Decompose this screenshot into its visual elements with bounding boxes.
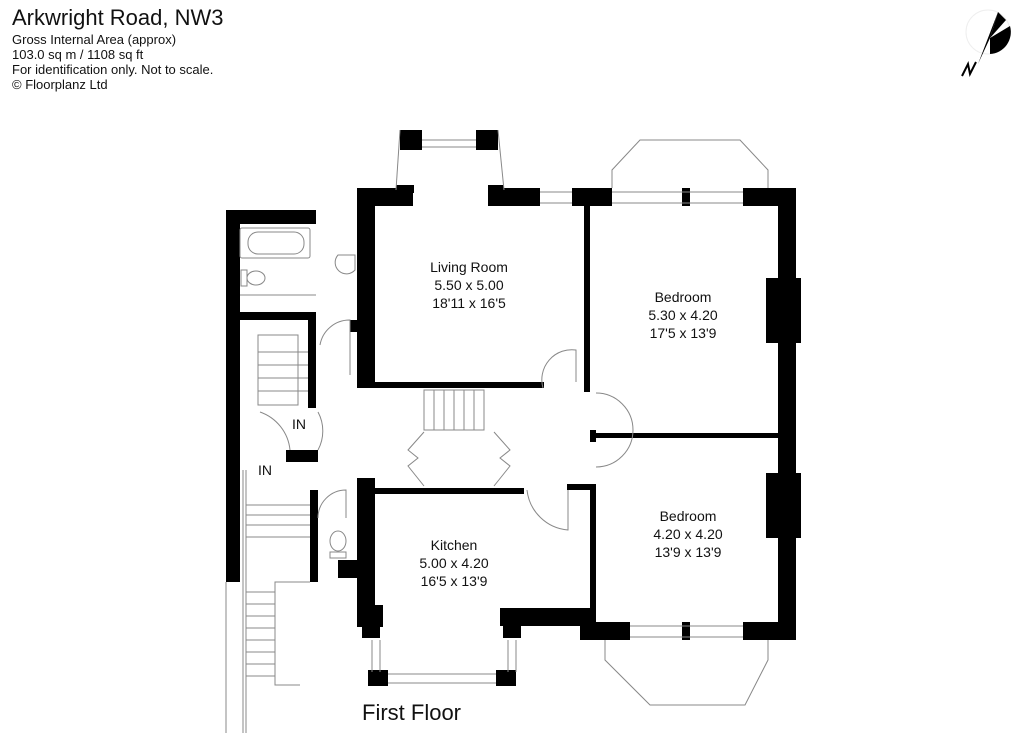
room-metric: 5.30 x 4.20 <box>648 307 718 323</box>
room-name: Living Room <box>430 259 508 275</box>
copyright: © Floorplanz Ltd <box>12 77 108 92</box>
room-name: Bedroom <box>659 508 717 524</box>
room-imperial: 13'9 x 13'9 <box>654 544 722 560</box>
area-label: Gross Internal Area (approx) <box>12 32 177 47</box>
room-metric: 5.50 x 5.00 <box>434 277 504 293</box>
room-living-room: Living Room 5.50 x 5.00 18'11 x 16'5 <box>430 258 508 312</box>
room-metric: 4.20 x 4.20 <box>653 526 723 542</box>
outer-walls <box>226 130 801 686</box>
property-title: Arkwright Road, NW3 <box>12 5 224 30</box>
room-name: Kitchen <box>430 537 478 553</box>
room-kitchen: Kitchen 5.00 x 4.20 16'5 x 13'9 <box>419 536 488 590</box>
north-arrow-icon <box>950 4 1020 89</box>
room-bedroom-2: Bedroom 4.20 x 4.20 13'9 x 13'9 <box>653 507 722 561</box>
room-imperial: 18'11 x 16'5 <box>432 295 506 311</box>
room-imperial: 16'5 x 13'9 <box>420 573 488 589</box>
entrance-label: IN <box>258 462 272 478</box>
room-imperial: 17'5 x 13'9 <box>649 325 717 341</box>
entrance-label: IN <box>292 416 306 432</box>
area-value: 103.0 sq m / 1108 sq ft <box>12 47 144 62</box>
room-metric: 5.00 x 4.20 <box>419 555 489 571</box>
floor-label: First Floor <box>362 700 461 725</box>
plan-header: Arkwright Road, NW3 Gross Internal Area … <box>12 4 224 92</box>
room-name: Bedroom <box>654 289 712 305</box>
room-bedroom-1: Bedroom 5.30 x 4.20 17'5 x 13'9 <box>648 288 717 342</box>
disclaimer: For identification only. Not to scale. <box>12 62 214 77</box>
thin-lines <box>225 129 769 733</box>
